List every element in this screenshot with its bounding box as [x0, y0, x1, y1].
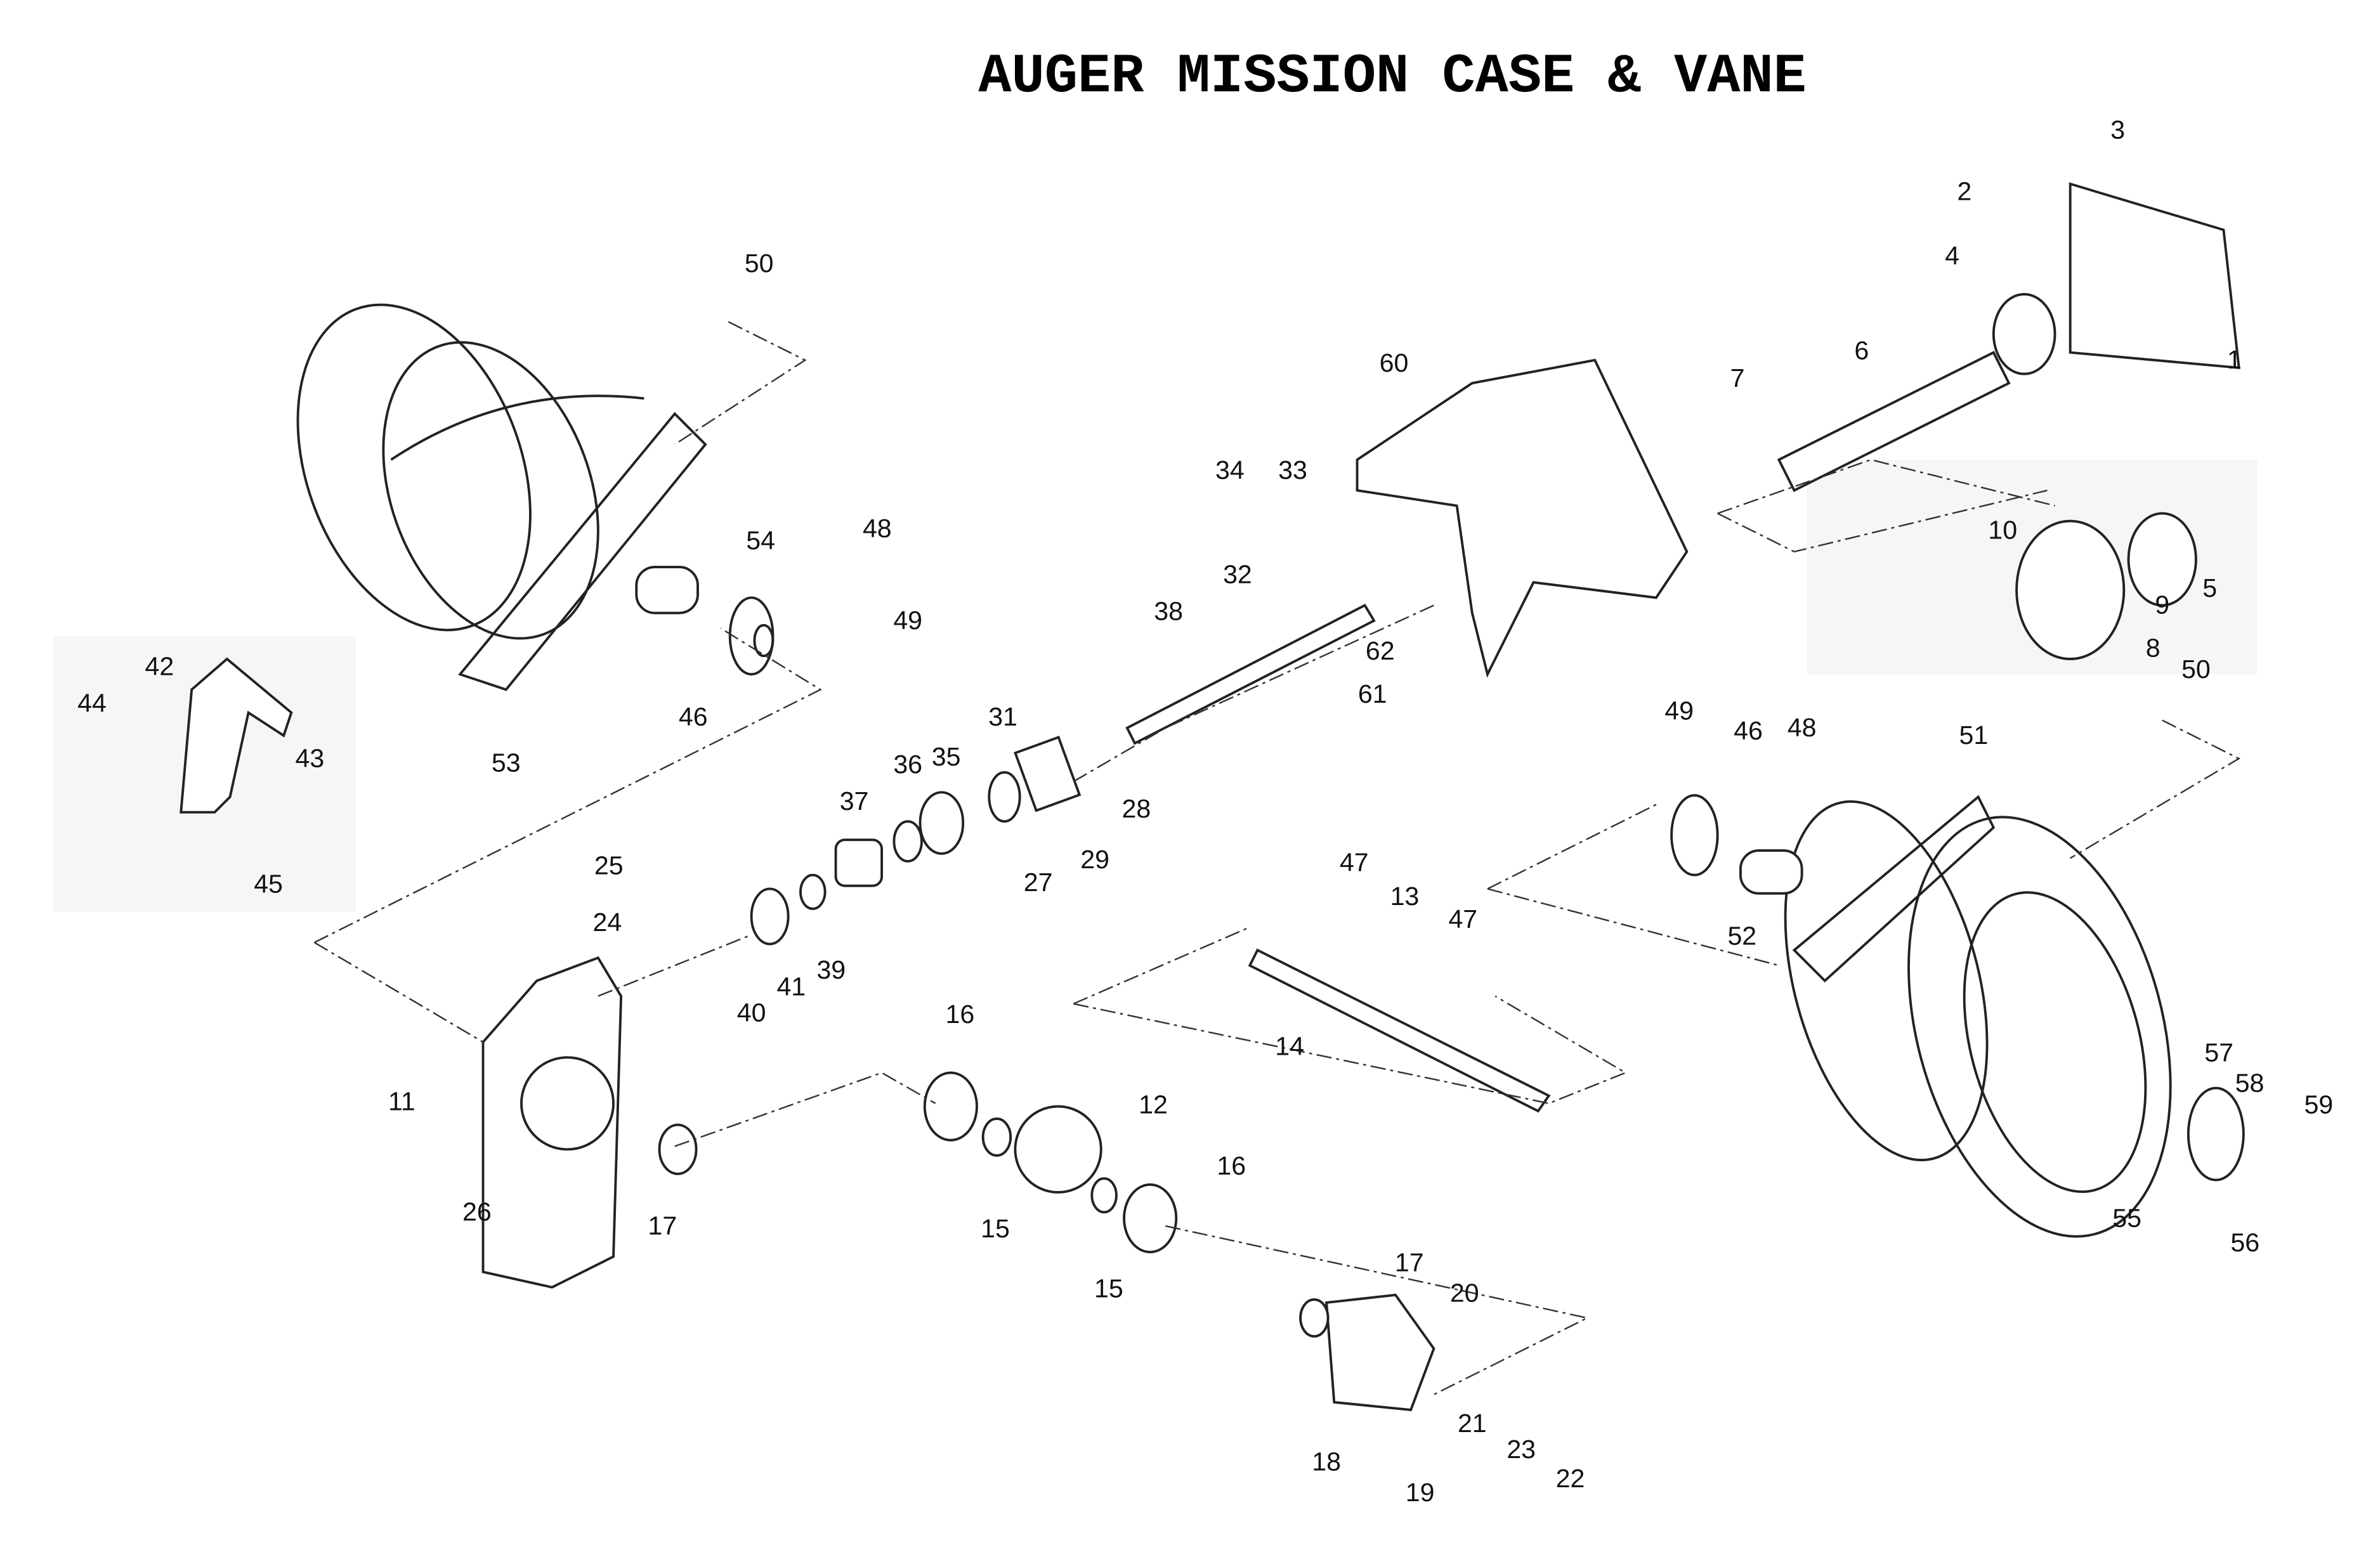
- part-label: 7: [1730, 363, 1745, 393]
- part-label: 47: [1448, 904, 1477, 934]
- gear-case-drawing: [481, 956, 623, 1289]
- part-label: 35: [932, 742, 961, 771]
- diagram-title: AUGER MISSION CASE & VANE: [978, 46, 1807, 108]
- part-label: 22: [1556, 1464, 1585, 1493]
- part-label: 10: [1988, 515, 2017, 544]
- part-label: 44: [77, 688, 107, 717]
- part-label: 51: [1959, 720, 1988, 750]
- part-label: 5: [2202, 573, 2217, 603]
- part-label: 46: [679, 702, 708, 731]
- case-cover-drawing: [1325, 1293, 1435, 1412]
- part-label: 32: [1223, 559, 1252, 589]
- part-label: 12: [1139, 1090, 1168, 1119]
- part-label: 57: [2204, 1038, 2233, 1067]
- part-label: 24: [592, 908, 622, 937]
- bracket-drawing: [180, 657, 293, 814]
- part-label: 16: [1217, 1151, 1246, 1180]
- part-label: 39: [816, 955, 846, 984]
- part-label: 58: [2235, 1069, 2265, 1098]
- part-label: 4: [1945, 241, 1959, 270]
- part-label: 14: [1275, 1032, 1304, 1061]
- part-label: 1: [2227, 345, 2242, 374]
- part-label: 48: [863, 514, 892, 543]
- guide-lines: [313, 321, 2241, 1395]
- part-label: 34: [1215, 455, 1245, 485]
- part-label: 16: [946, 1000, 975, 1029]
- shaft-32-drawing: [1125, 603, 1376, 745]
- part-label: 53: [492, 748, 521, 778]
- part-label: 33: [1278, 455, 1307, 485]
- part-label: 9: [2155, 590, 2169, 620]
- part-label: 27: [1024, 868, 1053, 897]
- part-label: 31: [988, 702, 1017, 731]
- part-label: 37: [840, 786, 869, 816]
- part-label: 36: [893, 750, 922, 779]
- left-auger-drawing: [296, 303, 775, 691]
- part-label: 13: [1390, 882, 1420, 911]
- part-label: 42: [145, 651, 174, 681]
- part-label: 11: [388, 1087, 415, 1116]
- part-label: 49: [1664, 696, 1694, 725]
- part-label: 52: [1727, 922, 1756, 951]
- part-label: 29: [1080, 845, 1109, 874]
- part-label: 48: [1788, 713, 1817, 742]
- part-label: 46: [1734, 716, 1763, 745]
- part-label: 45: [254, 870, 283, 899]
- part-label: 25: [594, 851, 624, 880]
- part-label: 19: [1406, 1478, 1435, 1507]
- part-label: 3: [2110, 115, 2125, 145]
- part-label: 50: [745, 249, 774, 278]
- part-label: 21: [1458, 1409, 1487, 1438]
- part-label: 6: [1854, 336, 1869, 365]
- part-label: 62: [1366, 636, 1395, 665]
- part-label: 20: [1450, 1279, 1479, 1308]
- top-shaft-hub-drawing: [1777, 182, 2240, 660]
- part-label: 18: [1312, 1447, 1341, 1476]
- part-label: 38: [1154, 596, 1183, 625]
- part-label: 28: [1122, 794, 1151, 823]
- part-label: 61: [1358, 679, 1387, 708]
- part-label: 43: [295, 743, 324, 772]
- part-label: 15: [981, 1214, 1010, 1243]
- part-label: 17: [1395, 1248, 1424, 1277]
- part-label: 15: [1094, 1274, 1123, 1303]
- part-label: 41: [777, 972, 806, 1001]
- part-label: 55: [2112, 1203, 2141, 1232]
- part-label: 47: [1340, 848, 1369, 877]
- part-label: 50: [2181, 655, 2211, 684]
- part-label: 23: [1507, 1435, 1536, 1464]
- part-label: 56: [2230, 1228, 2259, 1257]
- part-label: 54: [746, 526, 775, 555]
- vane-drawing: [1356, 358, 1689, 678]
- part-label: 40: [737, 998, 766, 1027]
- gear-train-drawing: [750, 735, 1178, 1254]
- shaft-14-drawing: [1248, 948, 1551, 1113]
- part-label: 2: [1957, 176, 1971, 205]
- part-labels: 3 2 4 1 6 7 50 60 34 33 32 38 10 5 9 8 5…: [77, 115, 2333, 1507]
- part-label: 49: [893, 606, 922, 635]
- part-label: 60: [1380, 348, 1409, 377]
- part-label: 59: [2304, 1090, 2333, 1119]
- right-auger-drawing: [1670, 794, 2245, 1238]
- part-label: 17: [648, 1211, 677, 1240]
- part-label: 26: [462, 1197, 492, 1227]
- part-label: 8: [2146, 633, 2161, 662]
